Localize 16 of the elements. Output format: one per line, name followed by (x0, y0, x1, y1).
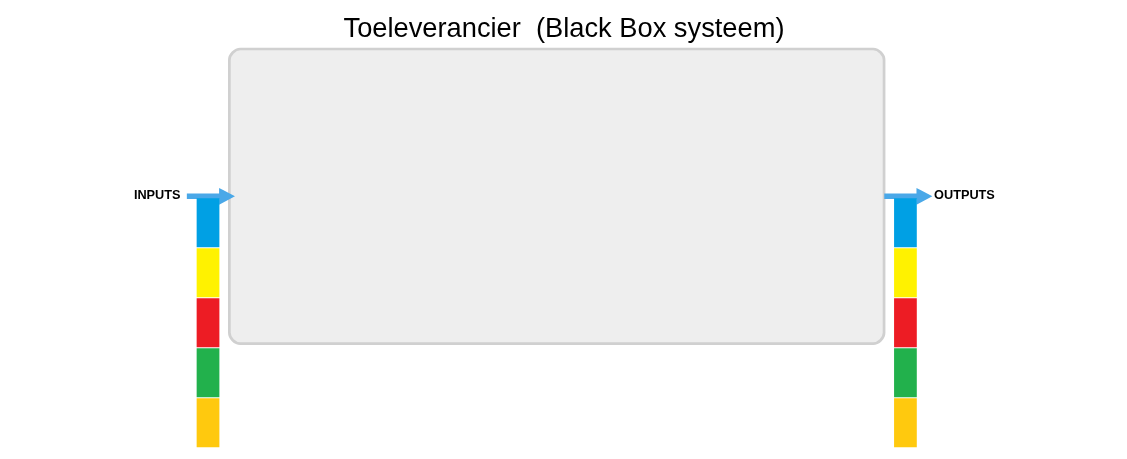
arrow (186, 187, 235, 205)
node-bar (196, 248, 219, 298)
node-bar (893, 398, 917, 448)
node-text: OUTPUTS (933, 186, 995, 202)
node-bar (893, 298, 917, 348)
node-bar (893, 198, 917, 248)
node-text: INPUTS (133, 186, 181, 202)
node-bar (196, 298, 219, 348)
node-bar (893, 348, 917, 398)
diagram-title: Toeleverancier (Black Box systeem) (343, 12, 784, 44)
arrow (883, 187, 932, 205)
node-box (227, 47, 885, 345)
node-bar (196, 398, 219, 448)
node-bar (196, 198, 219, 248)
node-bar (893, 248, 917, 298)
node-bar (196, 348, 219, 398)
